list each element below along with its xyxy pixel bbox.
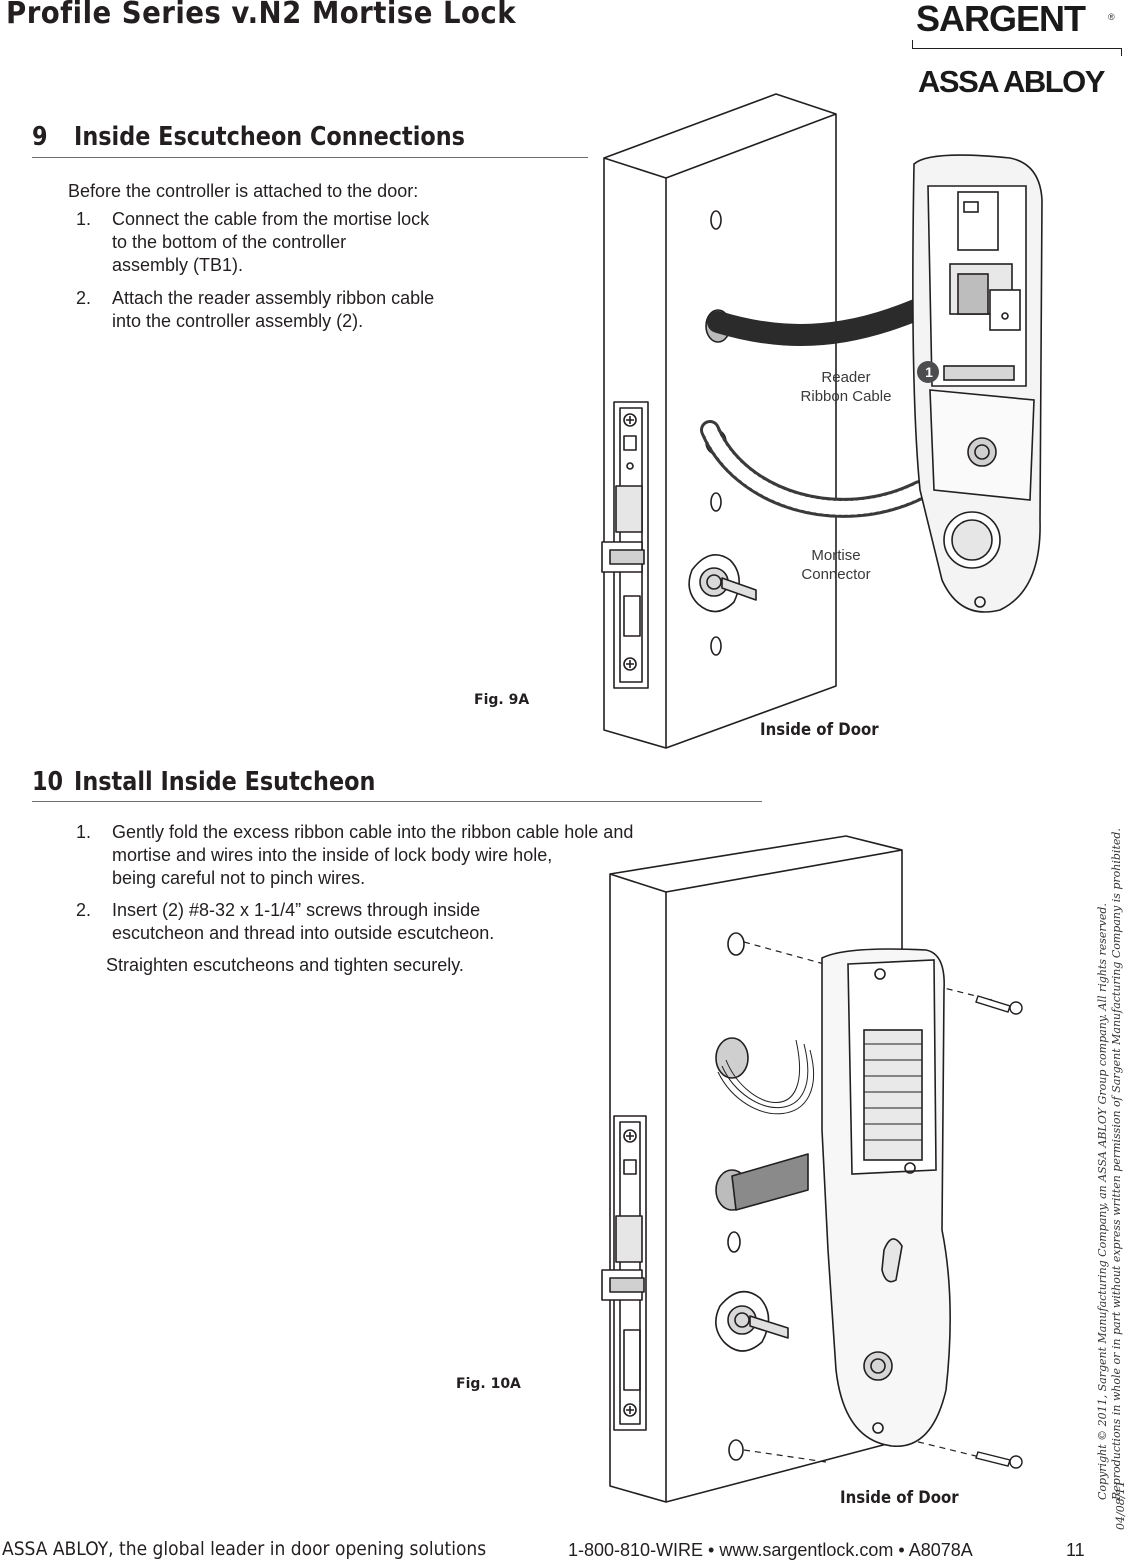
step-number: 2. [76, 900, 92, 920]
section-10-step-1: 1. Gently fold the excess ribbon cable i… [76, 821, 756, 891]
step-number: 2. [76, 288, 92, 308]
copyright-notice: Copyright © 2011, Sargent Manufacturing … [1096, 828, 1124, 1500]
section-9-step-2: 2. Attach the reader assembly ribbon cab… [76, 287, 516, 333]
figure-10a-door-label: Inside of Door [840, 1488, 959, 1508]
section-10-step-2: 2. Insert (2) #8-32 x 1-1/4” screws thro… [76, 899, 596, 945]
section-10-title: Install Inside Esutcheon [74, 767, 376, 797]
sargent-logo: SARGENT [916, 0, 1086, 39]
section-9-title: Inside Escutcheon Connections [74, 122, 465, 152]
figure-10a-label: Fig. 10A [456, 1376, 521, 1392]
logo-bracket-left [912, 40, 913, 48]
step-text: Connect the cable from the mortise lock … [112, 209, 430, 275]
figure-9a-illustration [601, 93, 1043, 749]
section-10-rule [32, 801, 762, 802]
figure-10a-illustration [601, 835, 1023, 1503]
logo-bracket-rule [912, 48, 1122, 49]
section-9-step-1: 1. Connect the cable from the mortise lo… [76, 208, 516, 278]
figure-9a-label: Fig. 9A [474, 692, 530, 708]
step-number: 1. [76, 209, 92, 229]
section-9-number: 9 [32, 122, 48, 152]
section-9-intro: Before the controller is attached to the… [68, 181, 419, 201]
section-10-number: 10 [32, 767, 64, 797]
figure-9a-door-label: Inside of Door [760, 720, 879, 740]
callout-badge-1: 1 [925, 364, 933, 380]
step-text: Insert (2) #8-32 x 1-1/4” screws through… [112, 900, 495, 943]
assa-abloy-logo: ASSA ABLOY [918, 64, 1105, 99]
copyright-line-2: Reproductions in whole or in part withou… [1110, 828, 1123, 1500]
page-number: 11 [1066, 1540, 1085, 1560]
section-9-rule [32, 157, 588, 158]
reader-ribbon-cable-callout: Reader Ribbon Cable [800, 369, 892, 405]
step-text: Gently fold the excess ribbon cable into… [112, 822, 634, 888]
step-text: Attach the reader assembly ribbon cable … [112, 288, 435, 331]
copyright-line-1: Copyright © 2011, Sargent Manufacturing … [1096, 903, 1109, 1500]
mortise-connector-callout: Mortise Connector [801, 547, 871, 583]
footer-contact: 1-800-810-WIRE • www.sargentlock.com • A… [568, 1540, 973, 1560]
step-number: 1. [76, 822, 92, 842]
document-title: Profile Series v.N2 Mortise Lock [6, 0, 517, 31]
footer-tagline: ASSA ABLOY, the global leader in door op… [2, 1538, 487, 1560]
revision-date: 04/08/11 [1114, 1480, 1126, 1530]
logo-bracket-right [1121, 48, 1122, 56]
section-10-note: Straighten escutcheons and tighten secur… [106, 955, 464, 975]
registered-mark: ® [1108, 12, 1115, 22]
